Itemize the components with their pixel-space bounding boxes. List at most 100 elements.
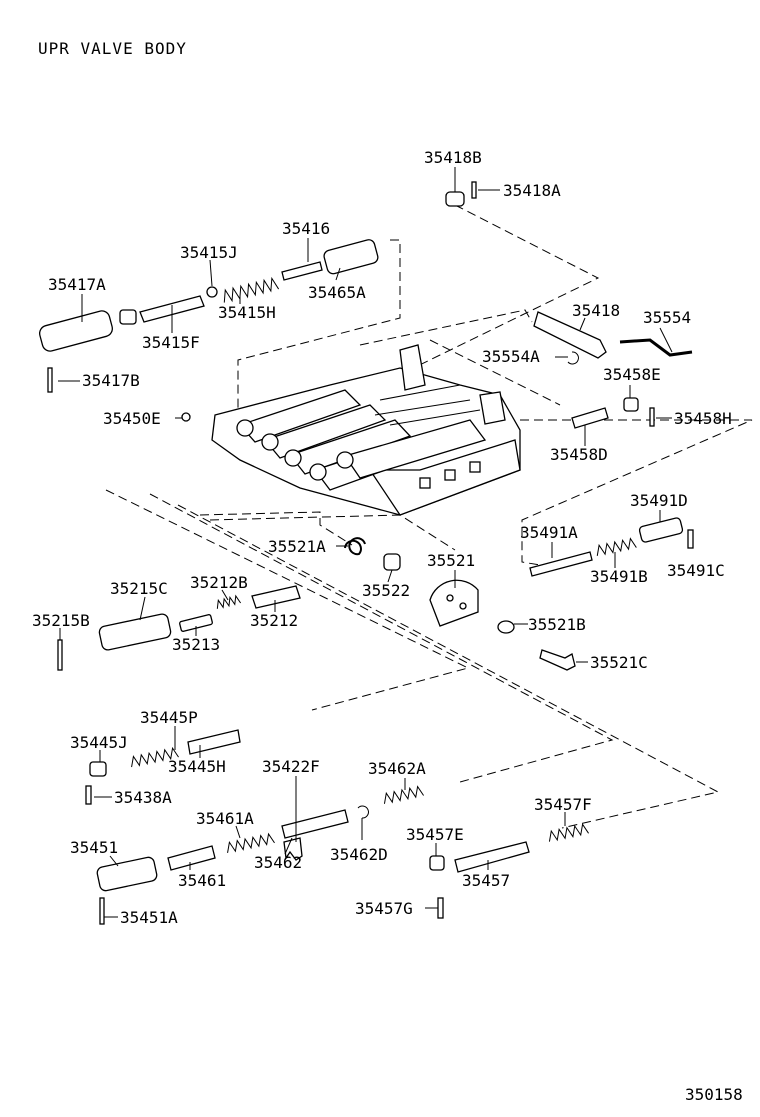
ball-35450e — [181, 412, 191, 422]
spring-35462a — [383, 785, 424, 804]
label-35462d: 35462D — [330, 845, 388, 864]
spring-35491b — [596, 537, 637, 556]
pin-35418a — [471, 181, 477, 199]
label-35458h: 35458H — [674, 409, 732, 428]
clip-35521a — [344, 537, 366, 556]
spring-35415h — [223, 276, 280, 303]
label-35215b: 35215B — [32, 611, 90, 630]
ring-35415j — [206, 286, 218, 298]
figure-code: 350158 — [685, 1085, 743, 1104]
spring-35461a — [227, 832, 275, 853]
sleeve-35465a — [323, 239, 379, 275]
label-35451: 35451 — [70, 838, 118, 857]
label-35491c: 35491C — [667, 561, 725, 580]
label-35457: 35457 — [462, 871, 510, 890]
valve-35416 — [281, 261, 323, 281]
label-35458d: 35458D — [550, 445, 608, 464]
valve-35462 — [281, 809, 349, 839]
label-35521: 35521 — [427, 551, 475, 570]
clip-35422f — [283, 837, 303, 861]
pin-35438a — [85, 785, 92, 805]
pin-35451a — [99, 897, 105, 925]
leader-lines — [58, 167, 673, 918]
label-35457f: 35457F — [534, 795, 592, 814]
label-35212: 35212 — [250, 611, 298, 630]
detent-35521 — [429, 579, 479, 627]
spring-35212b — [216, 594, 242, 609]
part-labels: 35418B 35418A 35416 35415J 35465A 35417A… — [32, 148, 732, 927]
label-35521a: 35521A — [268, 537, 326, 556]
plug-35418b — [445, 191, 465, 207]
label-35418a: 35418A — [503, 181, 561, 200]
sleeve-35215c — [98, 613, 172, 651]
label-35418b: 35418B — [424, 148, 482, 167]
valve-35445h — [187, 729, 241, 755]
label-35554: 35554 — [643, 308, 691, 327]
upper-valve-body-casting — [211, 344, 521, 516]
plug-35415f — [119, 309, 137, 325]
label-35458e: 35458E — [603, 365, 661, 384]
label-35415h: 35415H — [218, 303, 276, 322]
label-35522: 35522 — [362, 581, 410, 600]
label-35416: 35416 — [282, 219, 330, 238]
pin-35457g — [437, 897, 444, 919]
valve-35212 — [251, 585, 301, 609]
pin-35491c — [687, 529, 694, 549]
sleeve-35451 — [96, 856, 158, 892]
plug-35457e — [429, 855, 445, 871]
valve-35418 — [533, 311, 607, 359]
label-35450e: 35450E — [103, 409, 161, 428]
sleeve-35417a — [39, 310, 113, 352]
valve-35458d — [571, 407, 609, 429]
label-35491d: 35491D — [630, 491, 688, 510]
label-35521c: 35521C — [590, 653, 648, 672]
label-35438a: 35438A — [114, 788, 172, 807]
sleeve-35491d — [638, 517, 684, 543]
label-35461a: 35461A — [196, 809, 254, 828]
label-35445p: 35445P — [140, 708, 198, 727]
dashed-guide-lines — [105, 204, 753, 829]
label-35465a: 35465A — [308, 283, 366, 302]
plug-35458e — [623, 397, 639, 412]
label-35445h: 35445H — [168, 757, 226, 776]
clip-35554a — [567, 351, 579, 365]
label-35462a: 35462A — [368, 759, 426, 778]
pin-35458h — [649, 407, 655, 427]
plug-35445j — [89, 761, 107, 777]
rod-35554 — [619, 338, 693, 357]
clip-35462d — [357, 805, 369, 819]
label-35415j: 35415J — [180, 243, 238, 262]
label-35521b: 35521B — [528, 615, 586, 634]
valve-35457 — [454, 841, 530, 873]
valve-35491a — [529, 551, 593, 577]
label-35554a: 35554A — [482, 347, 540, 366]
diagram-title: UPR VALVE BODY — [38, 39, 187, 58]
washer-35521b — [497, 620, 515, 634]
label-35457g: 35457G — [355, 899, 413, 918]
label-35451a: 35451A — [120, 908, 178, 927]
label-35215c: 35215C — [110, 579, 168, 598]
bolt-35521c — [539, 649, 576, 671]
label-35491a: 35491A — [520, 523, 578, 542]
label-35491b: 35491B — [590, 567, 648, 586]
valve-35461 — [167, 845, 216, 871]
label-35418: 35418 — [572, 301, 620, 320]
plug-35213 — [179, 614, 213, 632]
label-35212b: 35212B — [190, 573, 248, 592]
pin-35417b — [47, 367, 53, 393]
label-35422f: 35422F — [262, 757, 320, 776]
label-35462: 35462 — [254, 853, 302, 872]
label-35445j: 35445J — [70, 733, 128, 752]
spring-35445p — [131, 746, 179, 768]
label-35417a: 35417A — [48, 275, 106, 294]
plug-35522 — [383, 553, 401, 571]
label-35417b: 35417B — [82, 371, 140, 390]
spring-35457f — [548, 823, 589, 842]
label-35457e: 35457E — [406, 825, 464, 844]
label-35213: 35213 — [172, 635, 220, 654]
label-35415f: 35415F — [142, 333, 200, 352]
pin-35215b — [57, 639, 63, 671]
label-35461: 35461 — [178, 871, 226, 890]
